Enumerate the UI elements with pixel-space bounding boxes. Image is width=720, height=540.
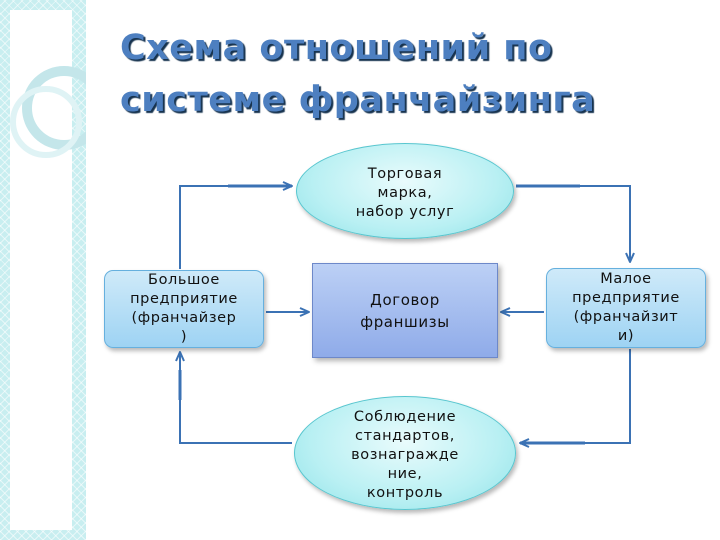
node-text-line: Торговая: [367, 165, 443, 182]
node-text-line: предприятие: [572, 290, 680, 306]
node-text-line: (франчайзит: [573, 309, 679, 325]
arrow-bottom-to-left: [175, 351, 292, 444]
node-large-enterprise: Большое предприятие (франчайзер ): [104, 270, 264, 348]
node-text-line: стандартов,: [355, 427, 455, 444]
node-franchise-contract: Договор франшизы: [312, 263, 498, 358]
arrow-top-to-right: [516, 185, 635, 263]
node-text-line: ): [180, 329, 188, 345]
arrow-left-to-top: [179, 181, 293, 269]
node-text-line: Малое: [600, 271, 652, 287]
node-text-line: и): [617, 328, 635, 344]
node-standards-compliance: Соблюдение стандартов, вознагражде ние, …: [294, 396, 516, 510]
node-trademark: Торговая марка, набор услуг: [296, 143, 514, 239]
node-text-line: марка,: [377, 184, 433, 201]
node-text-line: ние,: [387, 465, 423, 482]
node-small-enterprise: Малое предприятие (франчайзит и): [546, 268, 706, 348]
node-text-line: контроль: [366, 484, 444, 501]
decorative-side-strip: [0, 0, 86, 540]
node-text-line: франшизы: [360, 312, 450, 331]
slide-title: Схема отношений по системе франчайзинга: [120, 28, 596, 120]
node-text-line: (франчайзер: [131, 310, 237, 326]
node-text-line: Договор: [370, 290, 440, 309]
node-text-line: набор услуг: [355, 203, 455, 220]
node-text-line: Соблюдение: [353, 408, 457, 425]
decorative-ring-inner: [10, 86, 82, 158]
node-text-line: Большое: [148, 272, 220, 288]
arrow-right-to-bottom: [519, 349, 631, 448]
node-text-line: предприятие: [130, 291, 238, 307]
node-text-line: вознагражде: [351, 446, 459, 463]
